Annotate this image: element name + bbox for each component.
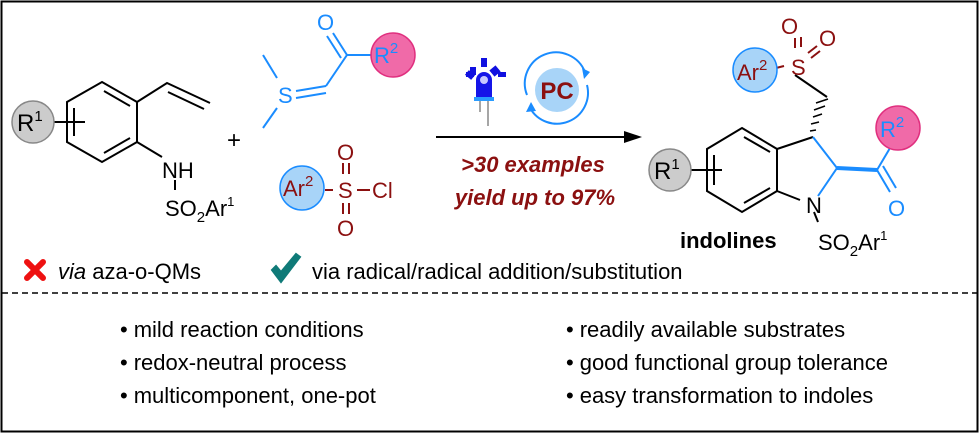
- arrow-head: [624, 131, 642, 143]
- r2-label: R2: [374, 40, 398, 68]
- hashed-wedge: [809, 98, 829, 132]
- r2-circle: [370, 32, 416, 78]
- cl-label: Cl: [372, 178, 393, 203]
- pc-label: PC: [540, 78, 573, 105]
- cross-icon: [24, 259, 46, 281]
- product-ar2-label: Ar2: [737, 57, 767, 85]
- feature-left-2: redox-neutral process: [120, 350, 347, 376]
- product-ar2-circle: [732, 47, 778, 93]
- so2ar1-label: SO2Ar1: [165, 194, 234, 226]
- plus-sign: +: [227, 127, 241, 154]
- product-r2-label: R2: [880, 114, 904, 142]
- r1-label: R1: [17, 108, 43, 137]
- yield-text: yield up to 97%: [454, 185, 615, 210]
- feature-right-1: readily available substrates: [566, 317, 845, 343]
- product-r1-label: R1: [654, 156, 680, 185]
- blue-led-icon: [465, 58, 506, 126]
- vinyl-aniline: [53, 80, 211, 190]
- examples-text: >30 examples: [461, 152, 605, 177]
- accepted-pathway: via radical/radical addition/substitutio…: [312, 259, 683, 284]
- feature-right-3: easy transformation to indoles: [566, 383, 874, 409]
- r1-circle: [11, 100, 55, 144]
- check-icon: [270, 252, 302, 284]
- feature-left-3: multicomponent, one-pot: [120, 383, 376, 409]
- sulfonyl-o-top: O: [337, 140, 354, 165]
- product-r2-circle: [875, 105, 921, 151]
- ar2-circle: [279, 165, 325, 211]
- sulfonyl-o-bottom: O: [337, 216, 354, 241]
- photocatalyst-cycle-icon: PC: [523, 51, 590, 125]
- product-r1-circle: [648, 148, 692, 192]
- indoline-product: [691, 74, 828, 223]
- product-n: N: [806, 193, 822, 218]
- rejected-pathway: via aza-o-QMs: [58, 259, 201, 284]
- feature-right-2: good functional group tolerance: [566, 350, 888, 376]
- sulfonyl-s: S: [338, 178, 353, 203]
- product-so2ar1: SO2Ar1: [818, 228, 887, 260]
- product-blue-bonds: [812, 136, 897, 197]
- ar2-label: Ar2: [283, 173, 313, 201]
- product-label: indolines: [680, 228, 777, 253]
- product-s: S: [791, 55, 806, 80]
- product-o-top: O: [781, 14, 798, 39]
- sulfur-ylide: [262, 32, 371, 129]
- feature-left-1: mild reaction conditions: [120, 317, 364, 343]
- ylide-s: S: [278, 83, 293, 108]
- sulfonyl-bonds: [325, 163, 370, 214]
- ylide-o: O: [317, 10, 334, 35]
- product-carbonyl-o: O: [888, 196, 905, 221]
- nh-label: NH: [162, 158, 194, 183]
- product-o-right: O: [819, 26, 836, 51]
